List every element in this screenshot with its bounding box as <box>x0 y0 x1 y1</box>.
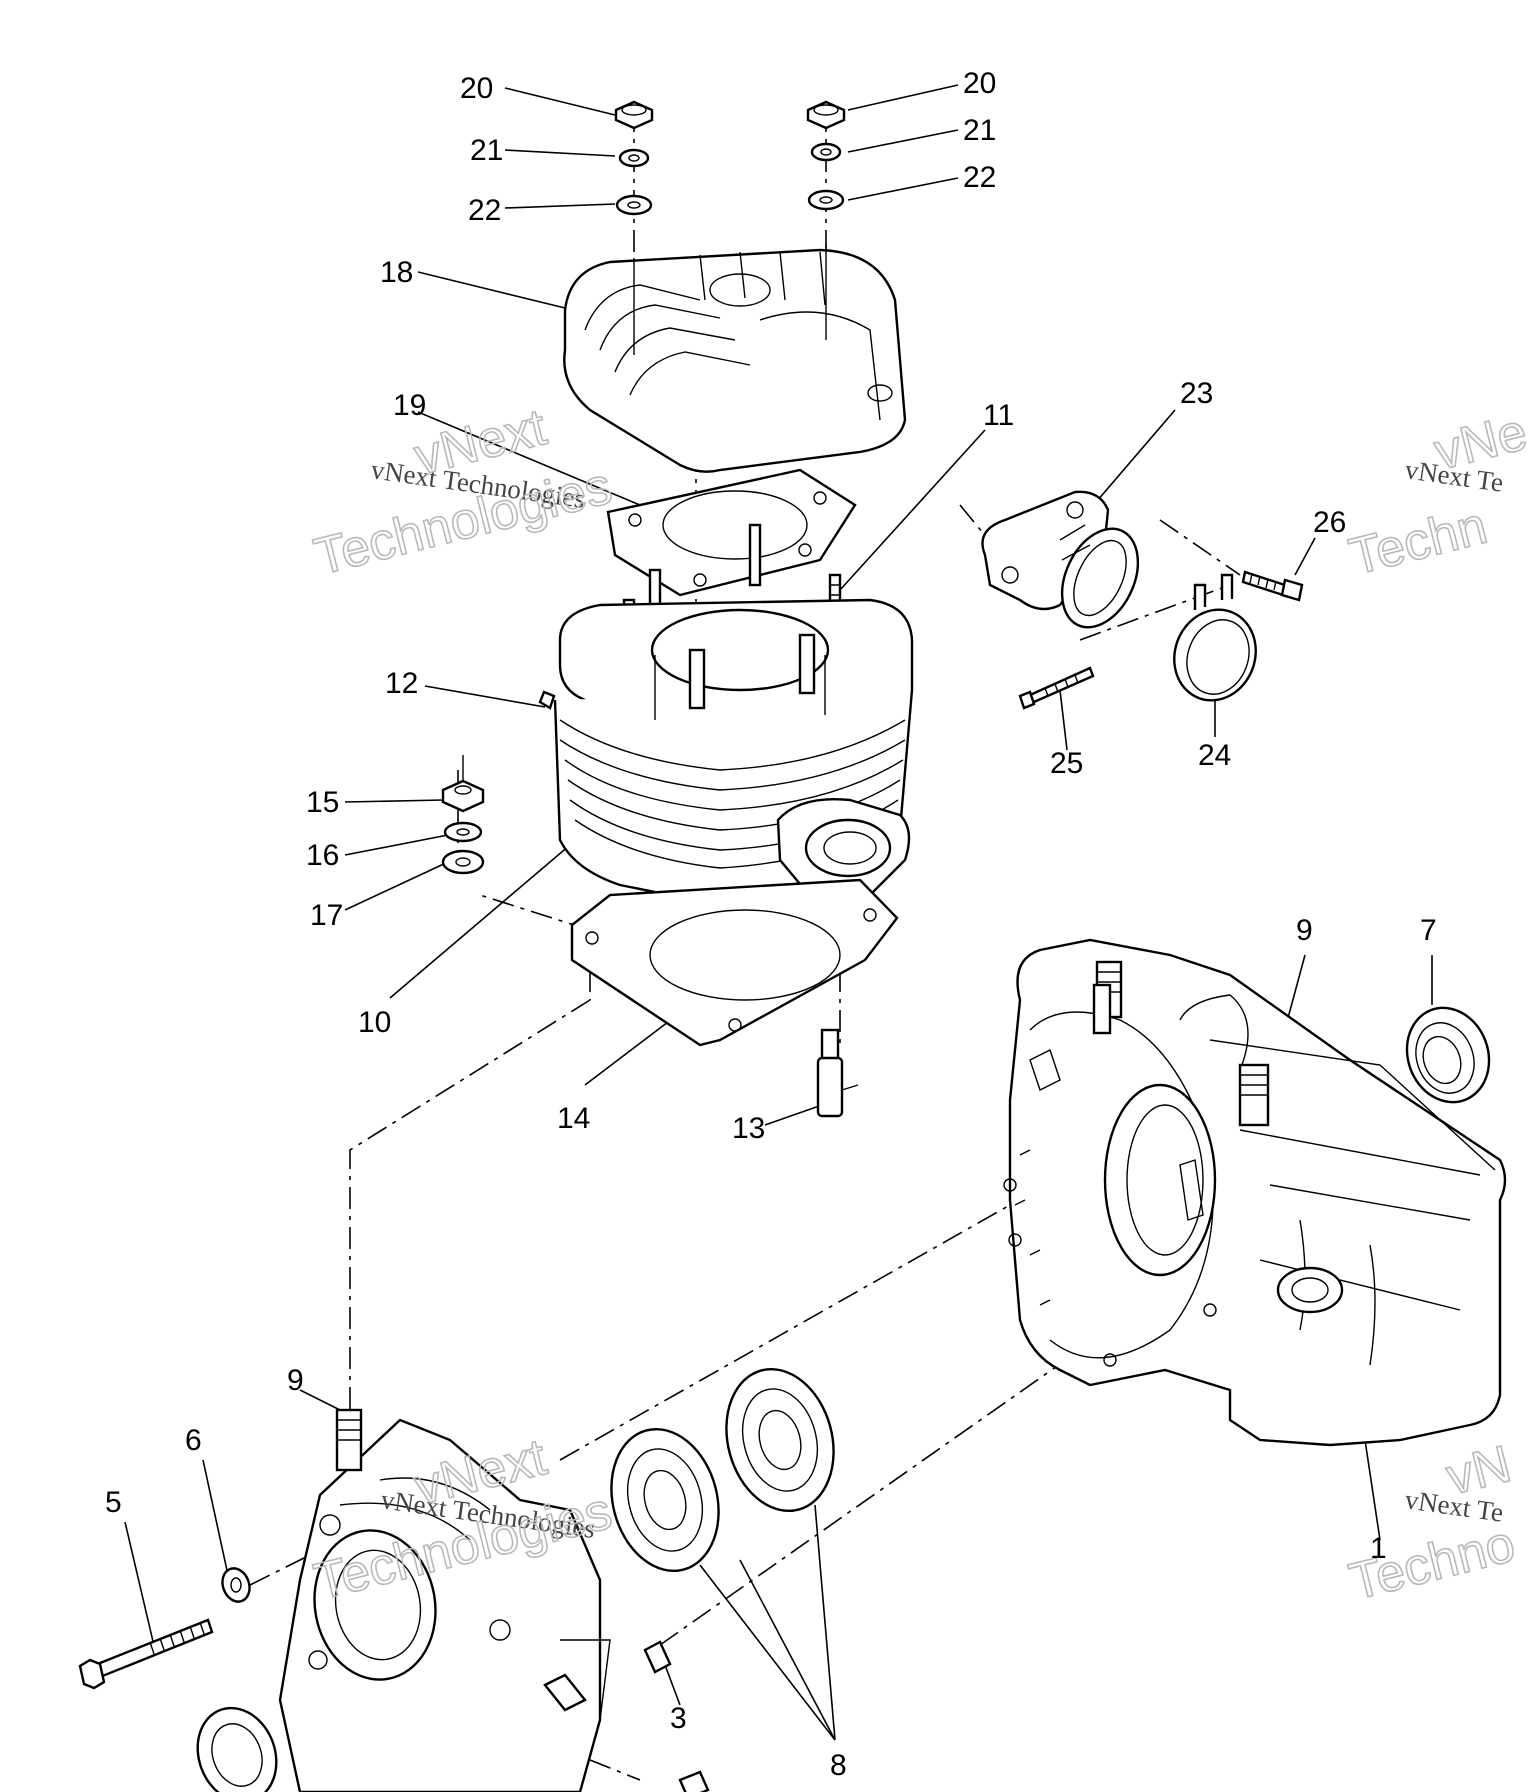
bolt-washer <box>221 1567 251 1603</box>
watermark-top-right: vNext Te vNe Techn <box>1343 402 1533 587</box>
callout-16: 16 <box>306 839 339 872</box>
callout-18: 18 <box>380 256 413 289</box>
pin-bottom <box>678 1770 710 1792</box>
cylinder <box>538 598 914 908</box>
main-bearing-2 <box>725 1367 835 1513</box>
cylinder-base-gasket <box>570 878 899 1047</box>
main-bearing-1 <box>610 1427 720 1573</box>
callout-19: 19 <box>393 389 426 422</box>
head-gasket <box>606 468 857 597</box>
watermark-bottom-right: vNext Te vN Techno <box>1343 1434 1521 1612</box>
callout-1: 1 <box>1370 1532 1387 1565</box>
callout-13: 13 <box>732 1112 765 1145</box>
svg-text:Techn: Techn <box>1344 497 1493 587</box>
cylinder-head-nut-left <box>614 100 654 130</box>
callout-14: 14 <box>557 1102 590 1135</box>
oil-seal-right <box>1405 1006 1491 1104</box>
callout-17: 17 <box>310 899 343 932</box>
callout-11: 11 <box>983 399 1014 432</box>
callout-7: 7 <box>1420 914 1437 947</box>
exhaust-nut <box>441 755 485 813</box>
crankcase-left <box>278 1418 611 1792</box>
lock-washer-right <box>810 142 842 162</box>
callout-9-right: 9 <box>1296 914 1313 947</box>
callout-10: 10 <box>358 1006 391 1039</box>
callout-15: 15 <box>306 786 339 819</box>
intake-clamp <box>1173 573 1257 702</box>
callout-20-right: 20 <box>963 67 996 100</box>
oil-seal-left <box>196 1706 278 1792</box>
crankcase-stud-left <box>335 1408 363 1472</box>
watermark-top-left: vNext Technologies vNext Technologies <box>308 397 618 587</box>
dowel-pin <box>643 1640 672 1674</box>
leader-lines <box>124 84 1433 1741</box>
stud-pin <box>816 1028 859 1118</box>
callout-labels: 20 21 22 20 21 22 18 19 11 23 26 12 25 2… <box>105 67 1437 1782</box>
lock-washer-left <box>618 148 650 168</box>
crankcase-dowel-right <box>1238 1063 1270 1127</box>
intake-manifold <box>981 490 1140 629</box>
callout-8: 8 <box>830 1749 847 1782</box>
callout-24: 24 <box>1198 739 1231 772</box>
svg-text:vN: vN <box>1441 1435 1517 1507</box>
callout-25: 25 <box>1050 747 1083 780</box>
cylinder-head-nut-right <box>806 100 846 130</box>
callout-6: 6 <box>185 1424 202 1457</box>
crankcase-bolt <box>78 1618 214 1690</box>
callout-21-left: 21 <box>470 134 503 167</box>
crankcase-right <box>1003 938 1507 1447</box>
callout-12: 12 <box>385 667 418 700</box>
callout-23: 23 <box>1180 377 1213 410</box>
callout-9-left: 9 <box>287 1364 304 1397</box>
exhaust-flat-washer <box>441 849 485 875</box>
clamp-screw <box>1241 570 1304 602</box>
callout-26: 26 <box>1313 506 1346 539</box>
flat-washer-left <box>615 194 653 216</box>
crankcase-stud-right-2 <box>1092 983 1112 1035</box>
callout-22-right: 22 <box>963 161 996 194</box>
cylinder-head <box>563 245 907 473</box>
flat-washer-right <box>807 189 845 211</box>
exhaust-lock-washer <box>443 821 483 843</box>
callout-20-left: 20 <box>460 72 493 105</box>
manifold-screw <box>1018 666 1095 710</box>
callout-22-left: 22 <box>468 194 501 227</box>
callout-3: 3 <box>670 1702 687 1735</box>
callout-5: 5 <box>105 1486 122 1519</box>
svg-text:vNe: vNe <box>1429 403 1533 482</box>
callout-21-right: 21 <box>963 114 996 147</box>
